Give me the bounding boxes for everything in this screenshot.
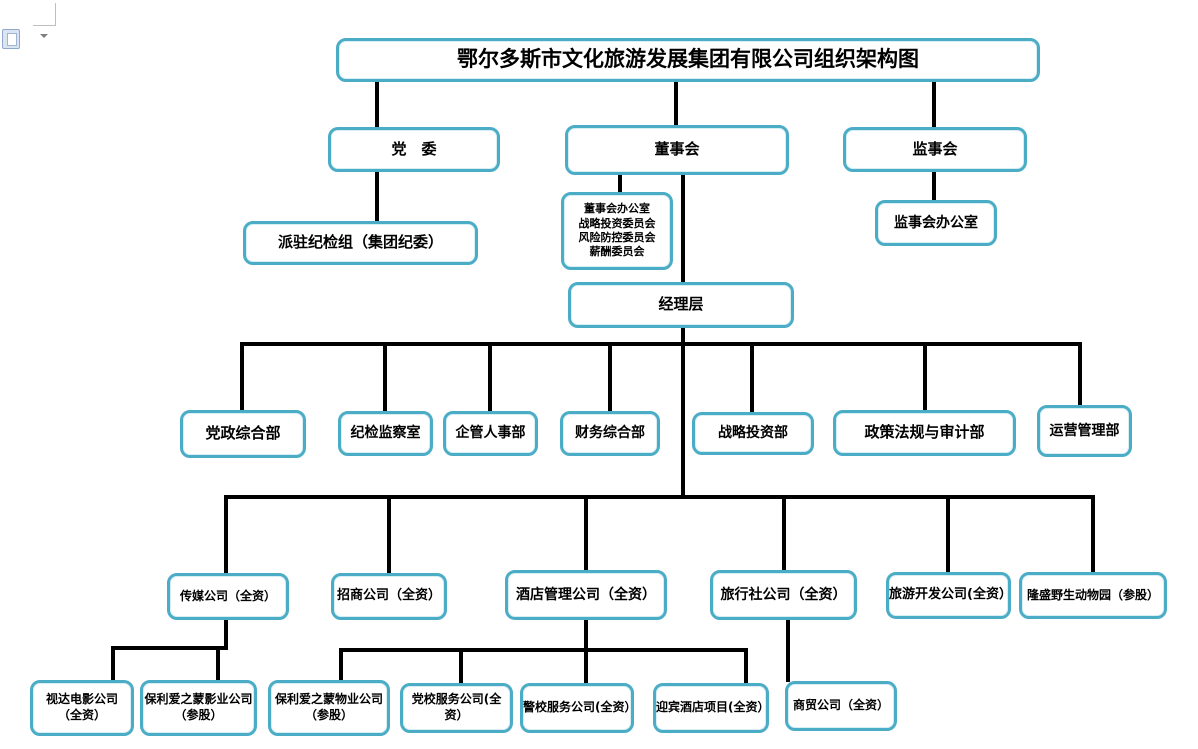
org-node-b2[interactable]: 保利爱之蒙影业公司 （参股） xyxy=(140,680,257,736)
connector-line-vertical xyxy=(946,497,950,573)
connector-line-vertical xyxy=(387,497,391,574)
connector-line-vertical xyxy=(932,82,936,128)
paste-options-icon[interactable] xyxy=(2,29,20,49)
org-node-d1[interactable]: 党政综合部 xyxy=(180,410,306,458)
org-node-b5[interactable]: 警校服务公司(全资） xyxy=(520,683,637,733)
connector-line-vertical xyxy=(584,497,588,571)
connector-line-vertical xyxy=(224,497,228,574)
org-node-d2[interactable]: 纪检监察室 xyxy=(338,411,433,456)
connector-line-vertical xyxy=(608,344,612,412)
connector-line-vertical xyxy=(674,82,678,126)
org-node-weiyuanhui[interactable]: 董事会办公室 战略投资委员会 风险防控委员会 薪酬委员会 xyxy=(561,192,673,270)
page-corner-mark xyxy=(33,25,56,26)
org-node-s4[interactable]: 旅行社公司（全资） xyxy=(710,570,857,620)
connector-line-horizontal xyxy=(224,495,1095,499)
connector-line-vertical xyxy=(1091,497,1095,573)
connector-line-vertical xyxy=(339,650,343,684)
connector-line-vertical xyxy=(923,344,927,411)
connector-line-vertical xyxy=(782,497,786,571)
connector-line-vertical xyxy=(375,172,379,222)
org-node-d7[interactable]: 运营管理部 xyxy=(1037,405,1132,457)
org-node-d6[interactable]: 政策法规与审计部 xyxy=(833,410,1016,456)
connector-line-horizontal xyxy=(339,648,748,652)
org-node-b3[interactable]: 保利爱之蒙物业公司 （参股） xyxy=(268,680,390,736)
org-node-s1[interactable]: 传媒公司（全资） xyxy=(167,573,289,620)
connector-line-vertical xyxy=(744,650,748,684)
org-node-b1[interactable]: 视达电影公司 （全资） xyxy=(30,680,134,736)
org-node-b4[interactable]: 党校服务公司(全资） xyxy=(400,683,513,733)
connector-line-horizontal xyxy=(240,342,1082,346)
connector-line-horizontal xyxy=(111,646,228,650)
org-node-d5[interactable]: 战略投资部 xyxy=(692,412,814,455)
connector-line-vertical xyxy=(224,620,228,650)
org-node-b6[interactable]: 迎宾酒店项目(全资） xyxy=(653,683,770,733)
connector-line-vertical xyxy=(488,344,492,412)
org-node-s3[interactable]: 酒店管理公司（全资） xyxy=(505,570,667,620)
org-node-d3[interactable]: 企管人事部 xyxy=(443,411,538,456)
connector-line-vertical xyxy=(375,82,379,128)
org-node-title[interactable]: 鄂尔多斯市文化旅游发展集团有限公司组织架构图 xyxy=(336,38,1040,82)
org-node-s6[interactable]: 隆盛野生动物园（参股） xyxy=(1019,572,1167,619)
org-node-dangwei[interactable]: 党 委 xyxy=(328,127,500,172)
connector-line-vertical xyxy=(1078,344,1082,406)
org-node-b7[interactable]: 商贸公司（全资） xyxy=(785,681,897,731)
org-node-paizhu[interactable]: 派驻纪检组（集团纪委） xyxy=(243,221,478,265)
org-node-jshbgs[interactable]: 监事会办公室 xyxy=(875,200,997,246)
connector-line-vertical xyxy=(584,620,588,684)
org-node-d4[interactable]: 财务综合部 xyxy=(560,411,660,456)
connector-line-vertical xyxy=(618,175,622,193)
connector-line-vertical xyxy=(681,175,685,283)
connector-line-vertical xyxy=(459,650,463,684)
org-node-jianshihui[interactable]: 监事会 xyxy=(843,127,1027,172)
connector-line-vertical xyxy=(216,648,220,681)
chevron-down-icon[interactable] xyxy=(40,34,48,38)
connector-line-vertical xyxy=(383,344,387,412)
connector-line-vertical xyxy=(111,648,115,681)
connector-line-vertical xyxy=(786,620,790,682)
page-corner-mark xyxy=(55,3,56,26)
connector-line-vertical xyxy=(932,172,936,201)
org-node-dongshihui[interactable]: 董事会 xyxy=(565,125,789,175)
connector-line-vertical xyxy=(681,328,685,497)
org-node-s2[interactable]: 招商公司（全资） xyxy=(331,573,447,620)
connector-line-vertical xyxy=(750,344,754,413)
org-node-s5[interactable]: 旅游开发公司(全资） xyxy=(886,572,1012,619)
org-node-jinglicen[interactable]: 经理层 xyxy=(568,282,794,328)
connector-line-vertical xyxy=(240,344,244,411)
clipboard-sheet-icon xyxy=(7,33,17,46)
